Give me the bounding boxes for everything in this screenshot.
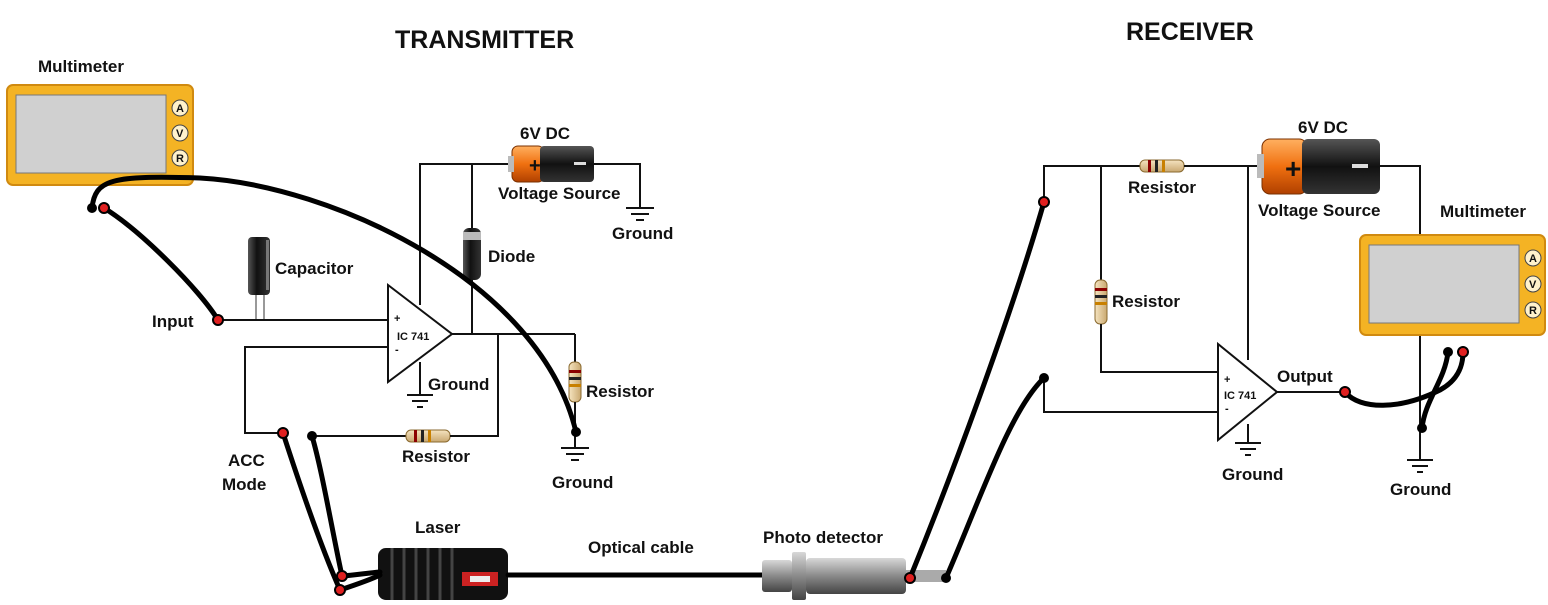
transmitter-title: TRANSMITTER bbox=[395, 26, 574, 54]
meter-button-r: R bbox=[176, 153, 184, 165]
ground-symbol bbox=[1235, 442, 1261, 456]
transmitter-battery-ground: Ground bbox=[612, 224, 673, 243]
meter-button-a: A bbox=[176, 103, 184, 115]
receiver-battery: + bbox=[1257, 138, 1380, 195]
receiver-battery-voltage: 6V DC bbox=[1298, 118, 1348, 137]
svg-text:+: + bbox=[1285, 153, 1301, 184]
ground-symbol bbox=[407, 394, 433, 408]
photo-detector-label: Photo detector bbox=[763, 528, 883, 547]
transmitter-battery-label: Voltage Source bbox=[498, 184, 621, 203]
receiver-opamp-minus: - bbox=[1225, 403, 1229, 415]
receiver-opamp-ground: Ground bbox=[1222, 465, 1283, 484]
transmitter-opamp-ground: Ground bbox=[428, 375, 489, 394]
acc-mode-line1: ACC bbox=[228, 451, 265, 470]
transmitter-opamp-label: IC 741 bbox=[397, 331, 429, 343]
receiver-opamp-plus: + bbox=[1224, 374, 1230, 386]
capacitor-label: Capacitor bbox=[275, 259, 354, 278]
acc-mode-line2: Mode bbox=[222, 475, 266, 494]
transmitter-battery: + bbox=[508, 145, 594, 183]
transmitter-ground-bottom: Ground bbox=[552, 473, 613, 492]
receiver-resistor-top-label: Resistor bbox=[1128, 178, 1196, 197]
laser-label: Laser bbox=[415, 518, 461, 537]
transmitter-multimeter: A V R bbox=[6, 84, 194, 186]
receiver-multimeter: A V R bbox=[1359, 234, 1546, 336]
receiver-opamp-label: IC 741 bbox=[1224, 390, 1256, 402]
receiver-multimeter-label: Multimeter bbox=[1440, 202, 1526, 221]
transmitter-opamp-plus: + bbox=[394, 313, 400, 325]
ground-symbol bbox=[561, 447, 589, 461]
laser bbox=[378, 548, 508, 600]
transmitter-resistor-bottom bbox=[405, 429, 451, 443]
receiver-opamp bbox=[1217, 341, 1279, 443]
ground-symbol bbox=[626, 207, 654, 221]
diode bbox=[463, 228, 481, 280]
receiver-resistor-top bbox=[1139, 159, 1185, 173]
transmitter-resistor-right bbox=[568, 361, 582, 403]
optical-cable-label: Optical cable bbox=[588, 538, 694, 557]
svg-text:+: + bbox=[529, 155, 541, 177]
transmitter-opamp bbox=[387, 282, 454, 384]
meter-button-a: A bbox=[1529, 253, 1537, 265]
receiver-resistor-mid-label: Resistor bbox=[1112, 292, 1180, 311]
transmitter-resistor-bottom-label: Resistor bbox=[402, 447, 470, 466]
meter-button-v: V bbox=[176, 128, 184, 140]
receiver-output-label: Output bbox=[1277, 367, 1333, 386]
receiver-title: RECEIVER bbox=[1126, 18, 1254, 46]
meter-button-r: R bbox=[1529, 305, 1537, 317]
photo-detector bbox=[762, 552, 946, 600]
transmitter-multimeter-label: Multimeter bbox=[38, 57, 124, 76]
ground-symbol bbox=[1407, 459, 1433, 473]
receiver-meter-ground: Ground bbox=[1390, 480, 1451, 499]
receiver-resistor-mid bbox=[1094, 279, 1108, 325]
input-label: Input bbox=[152, 312, 194, 331]
meter-button-v: V bbox=[1529, 279, 1537, 291]
capacitor bbox=[248, 237, 270, 320]
receiver-battery-label: Voltage Source bbox=[1258, 201, 1381, 220]
transmitter-opamp-minus: - bbox=[395, 344, 399, 356]
transmitter-resistor-right-label: Resistor bbox=[586, 382, 654, 401]
diode-label: Diode bbox=[488, 247, 535, 266]
transmitter-battery-voltage: 6V DC bbox=[520, 124, 570, 143]
